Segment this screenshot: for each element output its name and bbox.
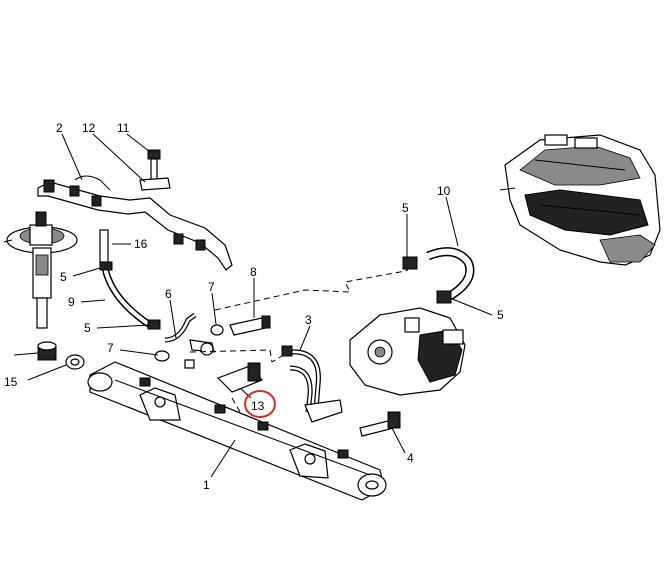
bolt-4 [359, 411, 401, 437]
callout-15: 15 [4, 375, 18, 389]
callout-13: 13 [251, 399, 265, 413]
fuel-rail [87, 361, 387, 501]
engine-block [499, 134, 661, 266]
callout-5c: 5 [402, 201, 409, 215]
callout-11: 11 [117, 121, 130, 135]
callout-labels: 2 12 11 16 5 9 6 5 7 8 7 15 3 5 10 5 4 1… [4, 121, 504, 492]
fuel-pump [349, 307, 466, 396]
dashed-routing [189, 269, 409, 413]
clip [184, 359, 195, 369]
highlight-circle [244, 390, 276, 418]
bolt-11 [147, 149, 161, 182]
injector [3, 211, 78, 329]
callout-12: 12 [82, 121, 96, 135]
callout-2: 2 [56, 121, 63, 135]
callout-5b: 5 [84, 321, 91, 335]
callout-1: 1 [203, 478, 210, 492]
pipe-9 [99, 261, 161, 330]
callout-7a: 7 [208, 280, 215, 294]
bracket-12 [139, 177, 171, 191]
callout-9: 9 [68, 295, 75, 309]
callout-8: 8 [250, 265, 257, 279]
pipe-10 [402, 247, 475, 304]
leader-lines [13, 133, 493, 478]
callout-5a: 5 [60, 270, 67, 284]
callout-10: 10 [437, 184, 451, 198]
callout-3: 3 [305, 313, 312, 327]
callout-7b: 7 [107, 341, 114, 355]
plug-15 [37, 341, 85, 370]
pipe-6 [164, 312, 215, 356]
callout-5d: 5 [497, 308, 504, 322]
callout-6: 6 [165, 287, 172, 301]
pipe-3 [281, 345, 343, 423]
pressure-sensor-13 [216, 362, 264, 393]
callout-4: 4 [407, 451, 414, 465]
return-line-assembly [37, 175, 233, 271]
washer-7b [154, 350, 170, 362]
sensor-8 [229, 315, 271, 336]
callout-16: 16 [134, 237, 148, 251]
washer-7a [210, 324, 224, 336]
